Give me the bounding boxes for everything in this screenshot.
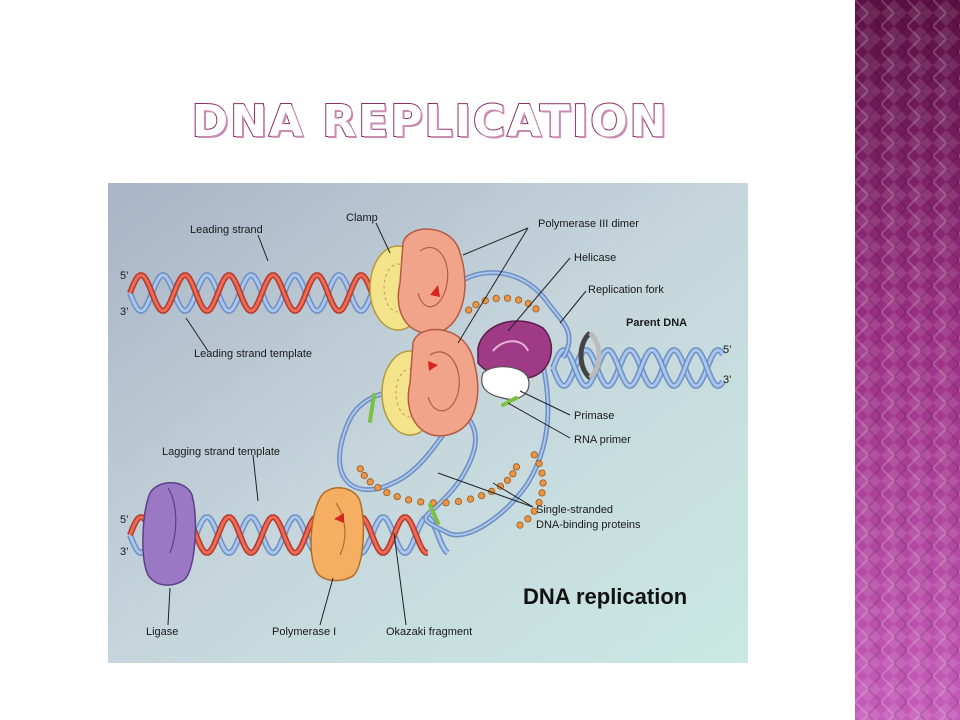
ssb-bead [538, 469, 546, 477]
label-leading-strand-template: Leading strand template [194, 348, 312, 360]
end-label-top-3: 3’ [120, 306, 129, 318]
ssb-bead [503, 476, 512, 484]
ssb-bead [524, 515, 532, 523]
end-label-bottom-5: 5’ [120, 514, 129, 526]
label-replication-fork: Replication fork [588, 284, 664, 296]
ssb-protein-beads [356, 294, 547, 529]
ssb-bead [383, 488, 391, 497]
leading-strand-helix [127, 272, 381, 314]
end-label-right-3: 3’ [723, 374, 732, 386]
ssb-bead [477, 492, 486, 500]
label-helicase: Helicase [574, 252, 616, 264]
ssb-bead [360, 471, 368, 480]
label-ligase: Ligase [146, 626, 178, 638]
end-label-right-5: 5’ [723, 344, 732, 356]
ssb-bead [404, 496, 413, 504]
label-ssb-line2: DNA-binding proteins [536, 519, 641, 531]
ssb-bead [535, 459, 543, 468]
slide-title: DNA REPLICATION [191, 95, 669, 148]
label-primase: Primase [574, 410, 614, 422]
ssb-bead [512, 463, 520, 471]
ssb-bead [539, 479, 547, 487]
helicase-rotation-arrow [578, 331, 602, 380]
end-label-bottom-3: 3’ [120, 546, 129, 558]
label-lagging-strand-template: Lagging strand template [162, 446, 280, 458]
ssb-bead [366, 478, 374, 486]
ssb-bead [530, 451, 538, 459]
end-label-top-5: 5’ [120, 270, 129, 282]
ssb-bead [538, 489, 546, 497]
ssb-bead [509, 470, 517, 478]
ssb-bead [454, 497, 463, 506]
ligase [142, 482, 197, 586]
ssb-bead [472, 301, 480, 309]
label-leader-lines [167, 222, 587, 626]
ssb-bead [492, 294, 500, 303]
ssb-bead [503, 294, 512, 302]
ssb-bead [496, 482, 504, 490]
rna-primers [368, 393, 518, 525]
ssb-bead [466, 495, 475, 503]
ssb-bead [417, 498, 425, 506]
ssb-bead [535, 498, 543, 507]
ssb-bead [532, 305, 540, 313]
ssb-bead [530, 507, 538, 515]
decorative-pattern-panel [855, 0, 960, 720]
label-okazaki-fragment: Okazaki fragment [386, 626, 472, 638]
dna-replication-diagram: Clamp Leading strand Polymerase III dime… [108, 183, 748, 663]
ssb-bead [356, 465, 364, 473]
label-rna-primer: RNA primer [574, 434, 631, 446]
label-parent-dna: Parent DNA [626, 317, 687, 329]
label-clamp: Clamp [346, 212, 378, 224]
polymerase-i [310, 487, 365, 582]
polymerase-iii-bottom [407, 328, 479, 437]
label-polymerase-i: Polymerase I [272, 626, 336, 638]
label-leading-strand: Leading strand [190, 224, 263, 236]
diagram-caption: DNA replication [523, 584, 687, 609]
ssb-bead [442, 499, 450, 507]
ssb-bead [514, 296, 523, 304]
label-polymerase-iii-dimer: Polymerase III dimer [538, 218, 639, 230]
primase [481, 366, 530, 400]
ssb-bead [393, 493, 401, 501]
ssb-bead [465, 306, 473, 314]
ssb-bead [516, 521, 524, 529]
polymerase-iii-top [397, 228, 466, 335]
ssb-bead [374, 483, 382, 492]
label-ssb-line1: Single-stranded [536, 504, 613, 516]
ssb-bead [524, 300, 532, 308]
